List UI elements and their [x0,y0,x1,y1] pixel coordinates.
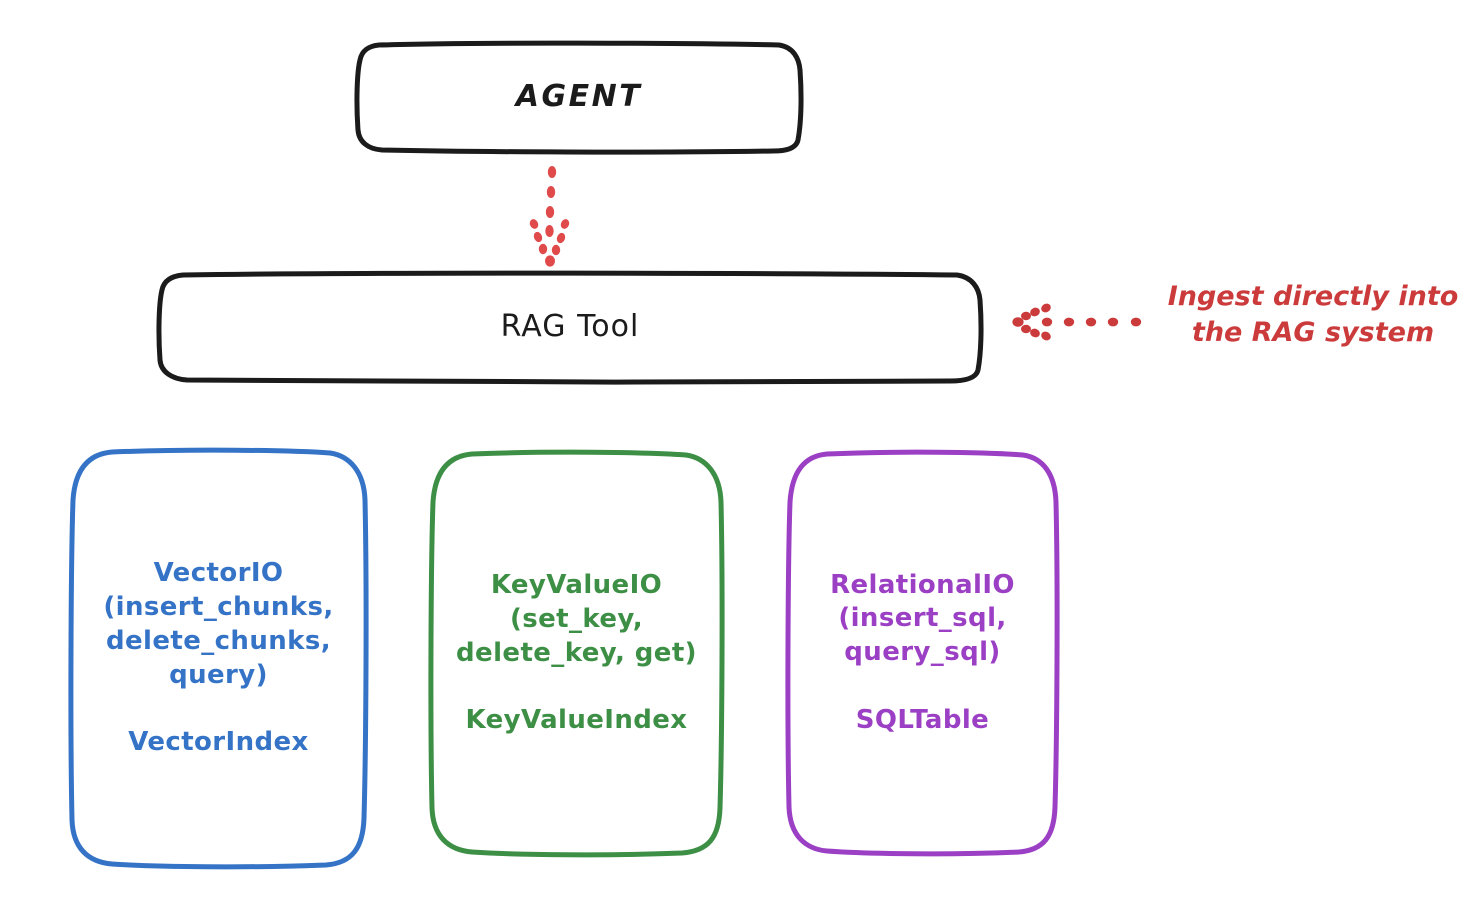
vector-io-label: VectorIO (insert_chunks, delete_chunks, … [103,558,334,758]
node-rag-tool[interactable]: RAG Tool [156,270,984,385]
connector-agent-to-rag-tool [529,166,570,267]
node-agent[interactable]: AGENT [354,40,804,155]
agent-label: AGENT [515,78,643,114]
connector-ingest-to-rag-tool [1012,303,1142,341]
rag-tool-label: RAG Tool [500,308,640,344]
node-relational-io[interactable]: RelationalIO (insert_sql, query_sql) SQL… [785,449,1060,857]
node-key-value-io[interactable]: KeyValueIO (set_key, delete_key, get) Ke… [428,449,725,858]
node-vector-io[interactable]: VectorIO (insert_chunks, delete_chunks, … [68,447,369,870]
relational-io-label: RelationalIO (insert_sql, query_sql) SQL… [830,569,1015,735]
annotation-ingest: Ingest directly into the RAG system [1167,281,1459,348]
key-value-io-label: KeyValueIO (set_key, delete_key, get) Ke… [456,570,697,736]
